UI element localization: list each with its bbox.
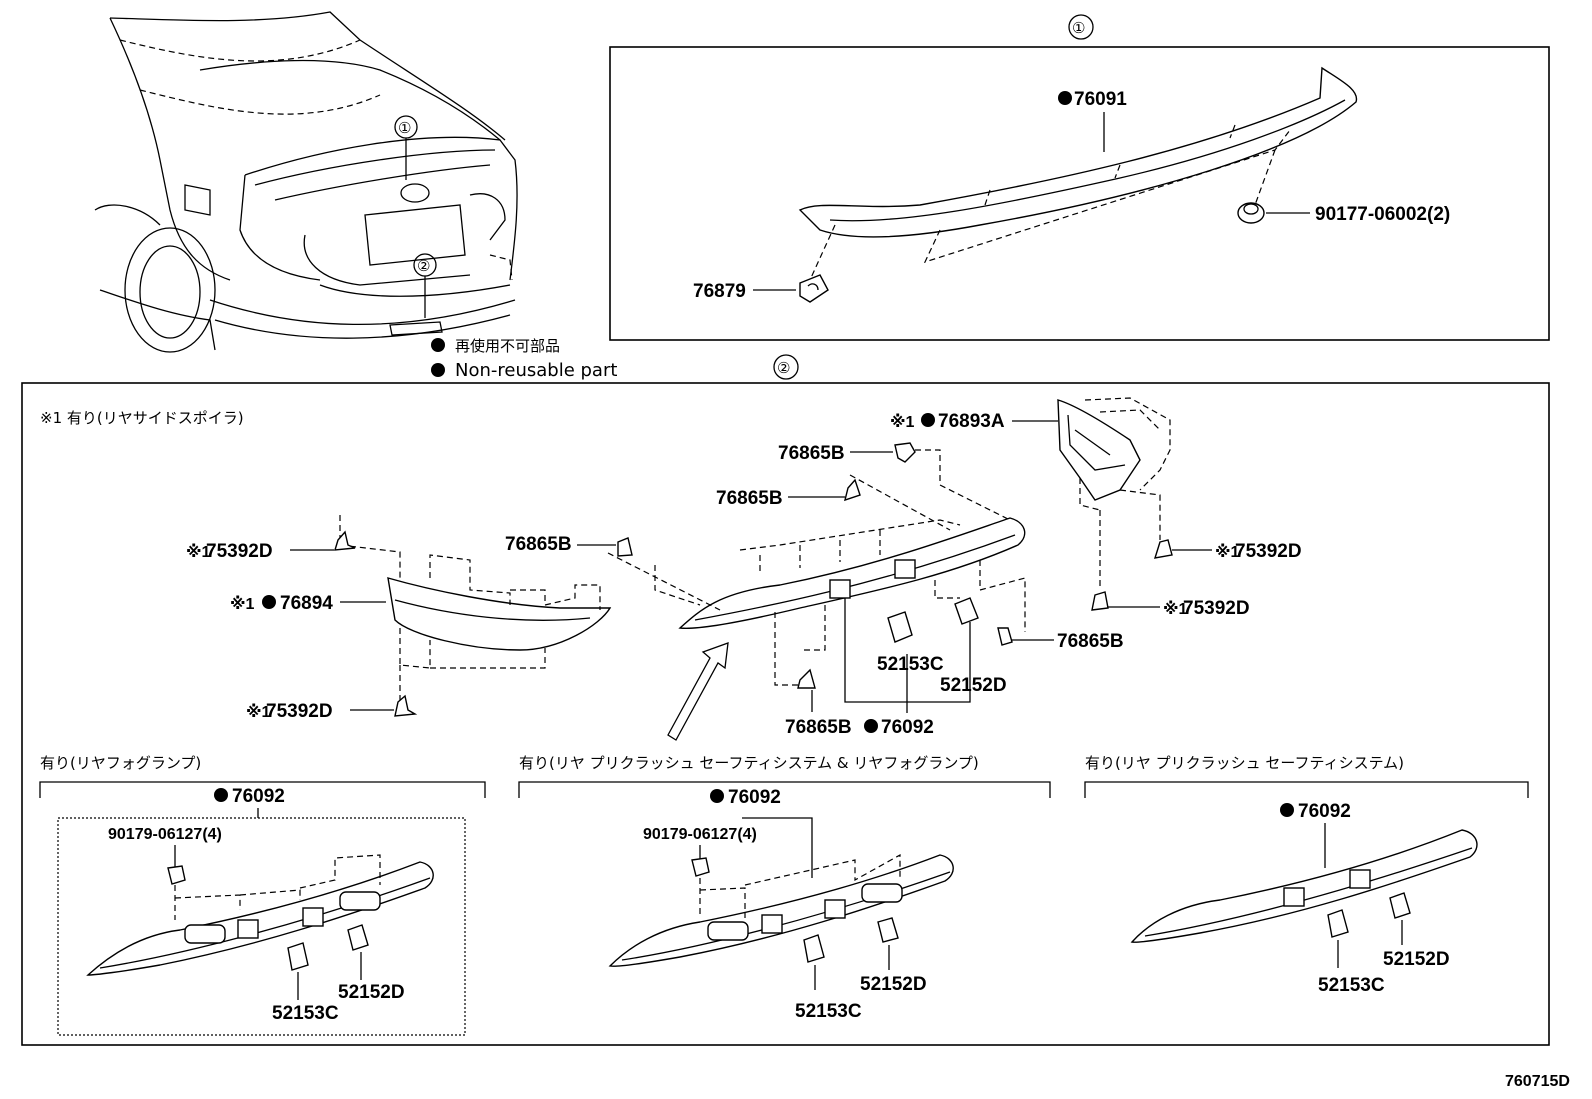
clip-76865B-1 <box>894 442 916 463</box>
illustration-id: 760715D <box>1505 1073 1570 1090</box>
section-1-callout: ① <box>1072 19 1085 37</box>
variant-rear-fog: 有り(リヤフォグランプ) 76092 90179-06127(4) 52152D… <box>39 754 486 1036</box>
part-76092-label-pcsfog: 76092 <box>728 787 781 808</box>
side-spoiler-left <box>339 515 612 705</box>
part-76879-label: 76879 <box>693 281 746 302</box>
car-callout-1: ① <box>398 119 411 137</box>
part-76092-label-fog: 76092 <box>232 786 285 807</box>
cap-52152D-main-shape <box>954 597 979 625</box>
car-overview-illustration: ① ② <box>94 11 518 353</box>
section-1-frame <box>609 46 1550 341</box>
clip-76879-shape <box>799 274 829 303</box>
ref1-mark-76893A: ※1 <box>890 413 915 431</box>
grommet-90177-shape <box>1237 202 1265 224</box>
part-76865B-label-3: 76865B <box>505 534 572 555</box>
clip-75392D-left-bottom <box>394 694 418 717</box>
variant-pcs: 有り(リヤ プリクラッシュ セーフティシステム) 76092 52152D 52… <box>1084 754 1529 996</box>
clip-75392D-right-top <box>1153 539 1173 559</box>
ref1-mark-75392D-4: ※1 <box>1163 600 1188 618</box>
note-rear-fog: 有り(リヤフォグランプ) <box>40 754 201 772</box>
clip-76865B-4 <box>797 668 816 689</box>
section-1-rear-spoiler: ① 76091 76879 90177-06002(2) <box>609 14 1550 341</box>
car-callout-2: ② <box>417 257 430 275</box>
part-52153C-label-fog: 52153C <box>272 1003 339 1024</box>
part-52152D-label-pcsfog: 52152D <box>860 974 927 995</box>
part-75392D-label-1: 75392D <box>206 541 273 562</box>
note-pcs: 有り(リヤ プリクラッシュ セーフティシステム) <box>1085 754 1404 772</box>
part-52153C-label-main: 52153C <box>877 654 944 675</box>
clip-76865B-3 <box>617 537 633 557</box>
ref1-mark-75392D-2: ※1 <box>246 703 271 721</box>
ref1-mark-75392D-1: ※1 <box>186 543 211 561</box>
garnish-main <box>607 449 1026 703</box>
assembly-arrow <box>667 642 729 741</box>
clip-75392D-left-top <box>334 530 356 551</box>
part-76894-label: 76894 <box>280 593 333 614</box>
note-rear-side-spoiler: ※1 有り(リヤサイドスポイラ) <box>40 409 244 427</box>
section-2-callout: ② <box>777 359 790 377</box>
part-52153C-label-pcs: 52153C <box>1318 975 1385 996</box>
part-90179-06127-label-pcsfog: 90179-06127(4) <box>643 826 757 843</box>
clip-76865B-2 <box>844 478 861 502</box>
part-52152D-label-main: 52152D <box>940 675 1007 696</box>
part-76092-label-main: 76092 <box>881 717 934 738</box>
part-76893A-label: 76893A <box>938 411 1005 432</box>
note-pcs-fog: 有り(リヤ プリクラッシュ セーフティシステム & リヤフォグランプ) <box>519 754 979 772</box>
legend-jp: 再使用不可部品 <box>455 337 560 355</box>
cap-52153C-main-shape <box>887 611 913 643</box>
legend-en: Non-reusable part <box>455 360 617 381</box>
part-76865B-label-2: 76865B <box>716 488 783 509</box>
part-76865B-label-4: 76865B <box>785 717 852 738</box>
part-90179-06127-label-fog: 90179-06127(4) <box>108 826 222 843</box>
part-75392D-label-3: 75392D <box>1235 541 1302 562</box>
clip-76865B-5 <box>997 627 1013 646</box>
ref1-mark-76894: ※1 <box>230 595 255 613</box>
part-76091-label: 76091 <box>1074 89 1127 110</box>
part-75392D-label-2: 75392D <box>266 701 333 722</box>
clip-75392D-right-bottom <box>1091 591 1109 611</box>
part-52152D-label-fog: 52152D <box>338 982 405 1003</box>
part-52152D-label-pcs: 52152D <box>1383 949 1450 970</box>
part-76092-label-pcs: 76092 <box>1298 801 1351 822</box>
part-90177-06002-label: 90177-06002(2) <box>1315 204 1450 225</box>
part-52153C-label-pcsfog: 52153C <box>795 1001 862 1022</box>
rear-spoiler-shape <box>798 66 1358 238</box>
section-2-frame <box>21 382 1550 1046</box>
part-76865B-label-5: 76865B <box>1057 631 1124 652</box>
part-76865B-label-1: 76865B <box>778 443 845 464</box>
ref1-mark-75392D-3: ※1 <box>1215 543 1240 561</box>
variant-pcs-fog: 有り(リヤ プリクラッシュ セーフティシステム & リヤフォグランプ) 7609… <box>518 754 1051 1022</box>
part-75392D-label-4: 75392D <box>1183 598 1250 619</box>
legend: 再使用不可部品 Non-reusable part <box>431 337 617 381</box>
side-spoiler-right <box>1057 397 1171 590</box>
